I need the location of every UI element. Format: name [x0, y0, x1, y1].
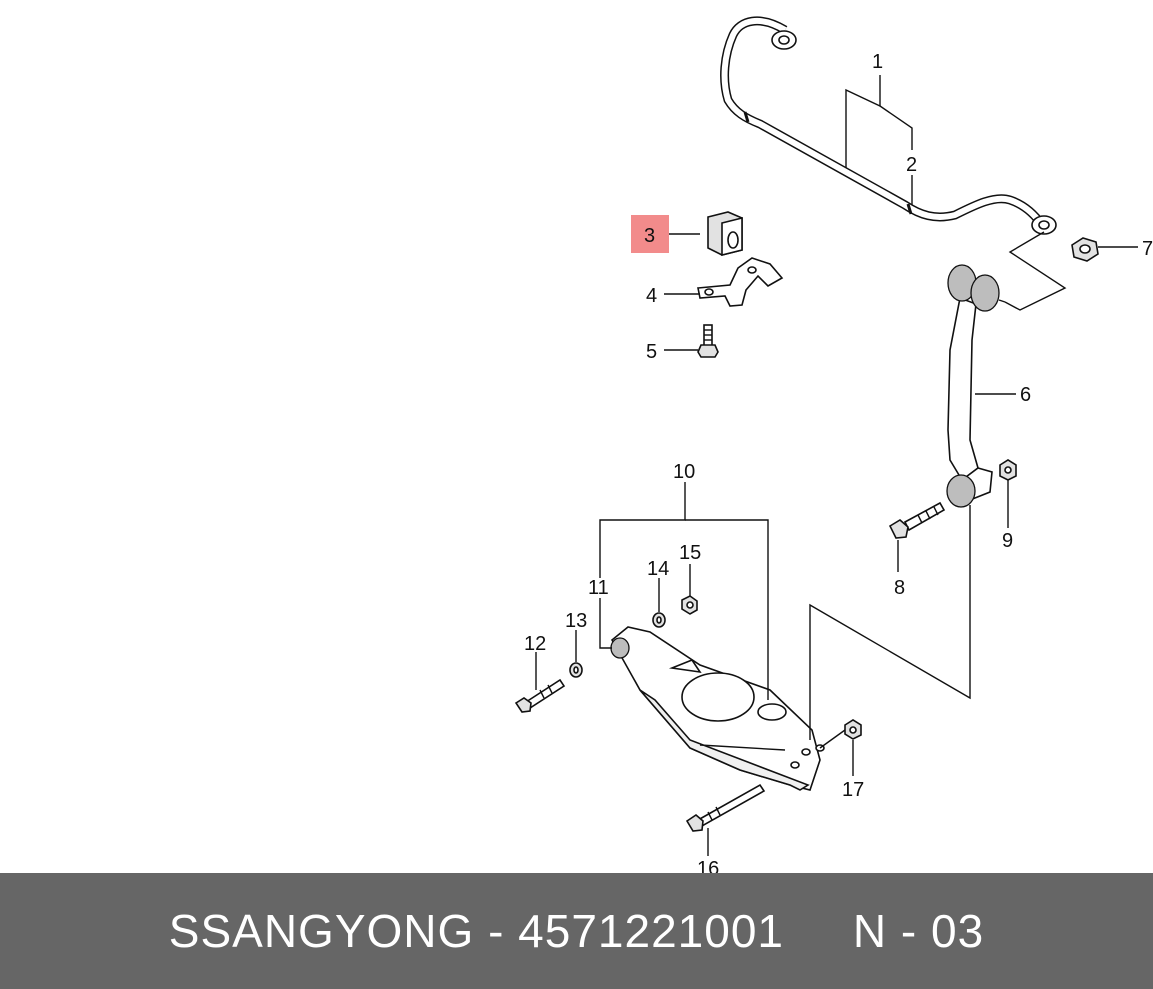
highlight-part-3 [631, 215, 669, 253]
nut-15 [681, 595, 698, 615]
callout-17: 17 [842, 779, 864, 801]
callout-15: 15 [679, 542, 701, 564]
callout-12: 12 [524, 633, 546, 655]
washer-14 [652, 612, 666, 628]
nut-17 [844, 719, 862, 740]
callout-3: 3 [644, 225, 655, 247]
arm-rear-bolt [685, 783, 766, 832]
washer-13 [569, 662, 583, 678]
link-bolt [888, 501, 946, 539]
callout-7: 7 [1142, 238, 1153, 260]
bracket-bolt [697, 324, 719, 358]
callout-2: 2 [906, 154, 917, 176]
footer-bar: SSANGYONG - 4571221001 N - 03 [0, 873, 1153, 989]
callout-10: 10 [673, 461, 695, 483]
callout-16: 16 [697, 858, 719, 873]
footer-caption: SSANGYONG - 4571221001 N - 03 [168, 905, 985, 957]
lower-control-arm [610, 626, 825, 791]
link-nut [1071, 237, 1099, 262]
parts-diagram: 1 2 3 4 5 6 7 8 9 10 11 12 13 14 15 16 1… [514, 16, 1153, 873]
callout-4: 4 [646, 285, 657, 307]
link-lower-nut [999, 459, 1017, 481]
callout-9: 9 [1002, 530, 1013, 552]
stabilizer-bar [720, 16, 1057, 235]
callout-8: 8 [894, 577, 905, 599]
callout-13: 13 [565, 610, 587, 632]
callout-6: 6 [1020, 384, 1031, 406]
bushing-clamp [697, 257, 784, 307]
arm-front-bolt [514, 678, 566, 713]
leader-lines [535, 75, 1138, 856]
stabilizer-bushing [707, 211, 743, 257]
callout-5: 5 [646, 341, 657, 363]
callout-14: 14 [647, 558, 669, 580]
callout-1: 1 [872, 51, 883, 73]
callout-11: 11 [588, 577, 609, 599]
stabilizer-link [946, 264, 1006, 508]
